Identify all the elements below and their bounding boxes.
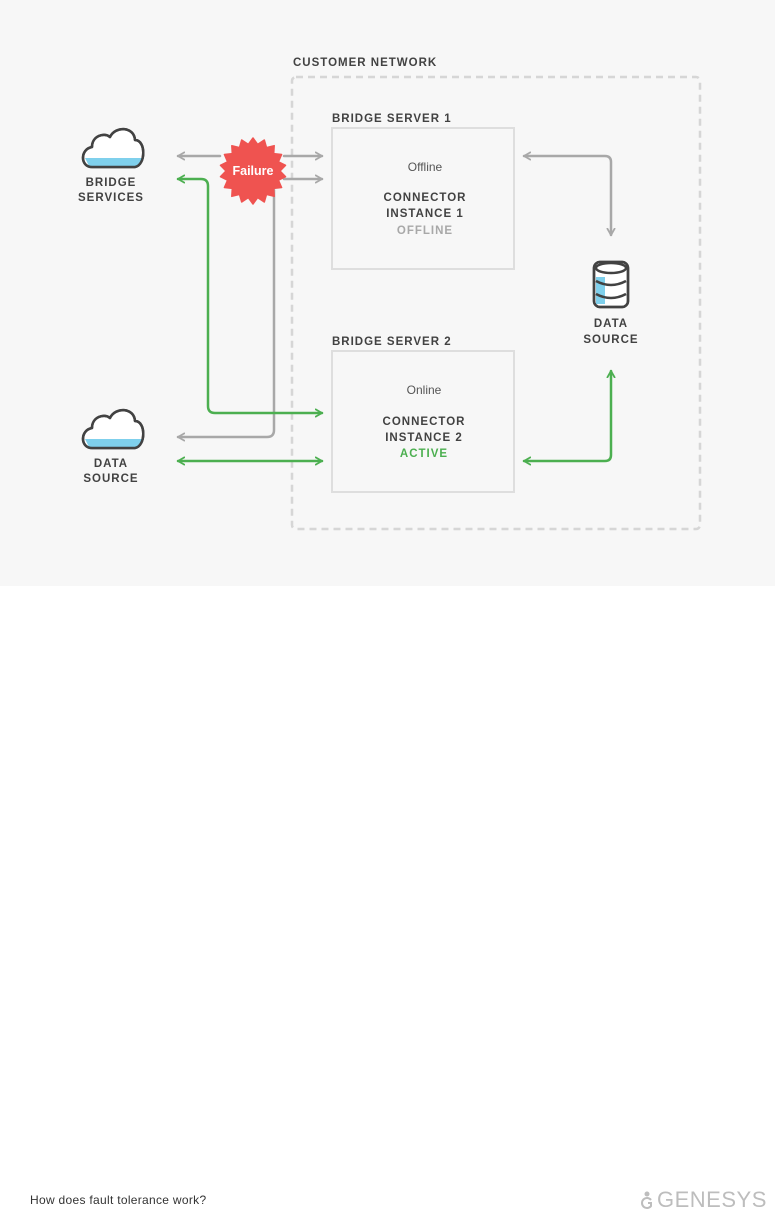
data-source-right-label-line1: DATA bbox=[594, 318, 628, 330]
server-2-to-database-arrow bbox=[522, 369, 616, 466]
failure-burst-icon: Failure bbox=[219, 137, 287, 205]
connector-instance-1-line2: INSTANCE 1 bbox=[386, 208, 464, 220]
bridge-services-cloud-icon bbox=[81, 127, 145, 169]
data-source-left-label-line2: SOURCE bbox=[83, 473, 138, 485]
data-source-right-label-line2: SOURCE bbox=[583, 334, 638, 346]
data-source-cloud-icon bbox=[81, 408, 145, 450]
bridge-server-2-box bbox=[331, 350, 515, 493]
genesys-logo-mark-icon bbox=[641, 1191, 652, 1209]
bridge-services-label-line1: BRIDGE bbox=[86, 177, 137, 189]
database-icon bbox=[592, 260, 630, 309]
genesys-logo: GENESYS bbox=[638, 1186, 766, 1214]
server-2-status: Online bbox=[407, 383, 442, 397]
connector-instance-1-line1: CONNECTOR bbox=[384, 192, 467, 204]
data-source-left-label-line1: DATA bbox=[94, 458, 128, 470]
figure-caption: How does fault tolerance work? bbox=[30, 1193, 207, 1207]
diagram-canvas: CUSTOMER NETWORK BRIDGE SERVER 1 Offline… bbox=[0, 0, 775, 586]
connector-instance-2-line1: CONNECTOR bbox=[383, 416, 466, 428]
footer: How does fault tolerance work? GENESYS bbox=[0, 586, 775, 1212]
connector-instance-2-line2: INSTANCE 2 bbox=[385, 432, 463, 444]
failure-label: Failure bbox=[233, 164, 274, 178]
instance-1-state: OFFLINE bbox=[397, 225, 453, 237]
bridge-server-2-title: BRIDGE SERVER 2 bbox=[332, 336, 452, 348]
customer-network-boundary bbox=[290, 75, 702, 531]
server-1-to-database-arrow bbox=[522, 151, 616, 237]
active-path-bridge-services-server-2 bbox=[176, 174, 324, 418]
instance-2-state: ACTIVE bbox=[400, 448, 448, 460]
bridge-server-1-title: BRIDGE SERVER 1 bbox=[332, 113, 452, 125]
server-1-status: Offline bbox=[408, 160, 443, 174]
bridge-services-label-line2: SERVICES bbox=[78, 192, 144, 204]
genesys-logo-text: GENESYS bbox=[657, 1187, 767, 1212]
diagram-svg: CUSTOMER NETWORK BRIDGE SERVER 1 Offline… bbox=[78, 57, 702, 531]
customer-network-label: CUSTOMER NETWORK bbox=[293, 57, 437, 69]
failed-path-to-data-source bbox=[176, 188, 276, 442]
bridge-server-1-box bbox=[331, 127, 515, 270]
